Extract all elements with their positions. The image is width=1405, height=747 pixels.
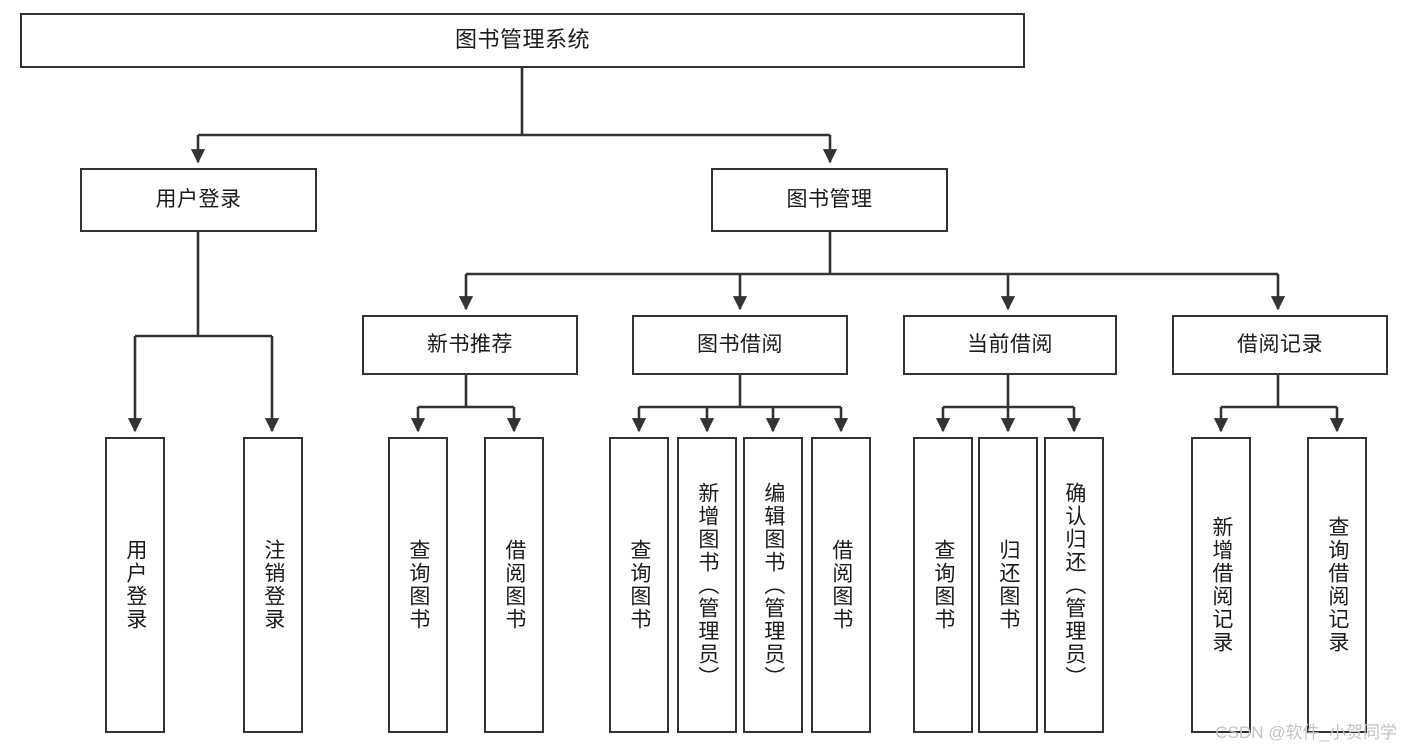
leaf-add-borrow-record[interactable]: 新增借阅记录: [1191, 437, 1251, 733]
leaf-query-book-2[interactable]: 查询图书: [609, 437, 669, 733]
node-current-borrow-label: 当前借阅: [967, 333, 1053, 357]
leaf-query-book-1-label: 查询图书: [406, 539, 430, 631]
watermark-csdn: CSDN @软件_小贺同学: [1215, 723, 1397, 742]
leaf-return-book[interactable]: 归还图书: [978, 437, 1038, 733]
leaf-add-borrow-record-label: 新增借阅记录: [1209, 516, 1233, 654]
leaf-add-book[interactable]: 新增图书（管理员）: [677, 437, 737, 733]
node-user-login-label: 用户登录: [155, 188, 242, 212]
leaf-borrow-book-1[interactable]: 借阅图书: [484, 437, 544, 733]
node-book-management-label: 图书管理: [786, 188, 873, 212]
node-book-borrow[interactable]: 图书借阅: [632, 315, 848, 375]
leaf-return-book-label: 归还图书: [996, 539, 1020, 631]
leaf-logout-login-label: 注销登录: [261, 539, 285, 631]
leaf-query-borrow-record-label: 查询借阅记录: [1325, 516, 1349, 654]
node-book-management[interactable]: 图书管理: [711, 168, 948, 232]
leaf-edit-book-label: 编辑图书（管理员）: [761, 481, 785, 689]
leaf-borrow-book-1-label: 借阅图书: [502, 539, 526, 631]
leaf-confirm-return[interactable]: 确认归还（管理员）: [1044, 437, 1104, 733]
leaf-add-book-label: 新增图书（管理员）: [695, 481, 719, 689]
leaf-query-book-1[interactable]: 查询图书: [388, 437, 448, 733]
node-new-book-recommend-label: 新书推荐: [427, 333, 513, 357]
leaf-confirm-return-label: 确认归还（管理员）: [1062, 481, 1086, 689]
node-new-book-recommend[interactable]: 新书推荐: [362, 315, 578, 375]
leaf-edit-book[interactable]: 编辑图书（管理员）: [743, 437, 803, 733]
leaf-query-borrow-record[interactable]: 查询借阅记录: [1307, 437, 1367, 733]
leaf-user-login[interactable]: 用户登录: [105, 437, 165, 733]
leaf-query-book-2-label: 查询图书: [627, 539, 651, 631]
leaf-query-book-3[interactable]: 查询图书: [913, 437, 973, 733]
leaf-logout-login[interactable]: 注销登录: [243, 437, 303, 733]
node-root-system-label: 图书管理系统: [454, 27, 590, 53]
leaf-borrow-book-2-label: 借阅图书: [829, 539, 853, 631]
leaf-query-book-3-label: 查询图书: [931, 539, 955, 631]
leaf-user-login-label: 用户登录: [123, 539, 147, 631]
node-user-login[interactable]: 用户登录: [80, 168, 317, 232]
leaf-borrow-book-2[interactable]: 借阅图书: [811, 437, 871, 733]
node-root-system[interactable]: 图书管理系统: [20, 13, 1025, 68]
node-borrow-record-label: 借阅记录: [1237, 333, 1323, 357]
node-current-borrow[interactable]: 当前借阅: [903, 315, 1117, 375]
node-borrow-record[interactable]: 借阅记录: [1172, 315, 1388, 375]
node-book-borrow-label: 图书借阅: [697, 333, 783, 357]
